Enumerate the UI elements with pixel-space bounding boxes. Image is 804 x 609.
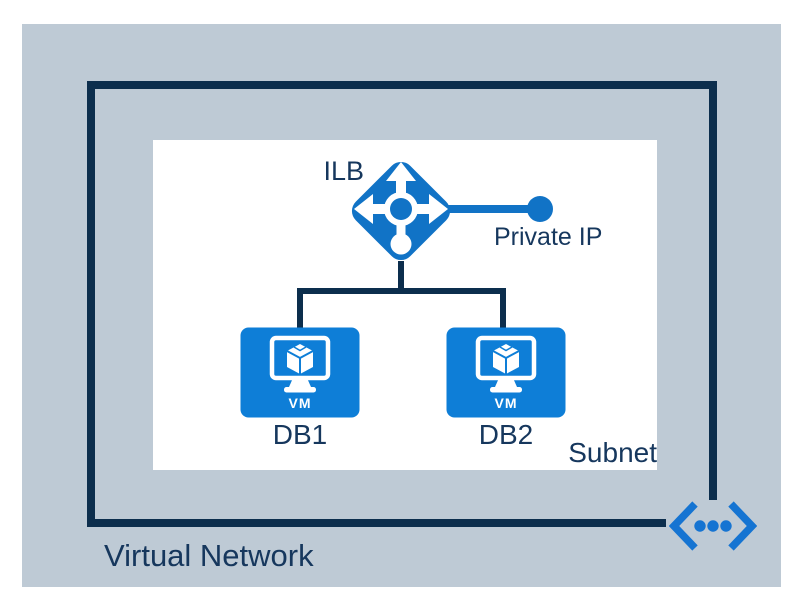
virtual-network-chevron-icon: [668, 501, 758, 551]
subnet-label: Subnet: [568, 437, 657, 468]
virtual-network-label: Virtual Network: [104, 538, 314, 573]
vm-icon: VM: [240, 327, 360, 418]
virtual-network-boundary: [87, 81, 717, 527]
load-balancer-icon: [341, 148, 461, 274]
ilb-label: ILB: [323, 156, 364, 186]
connector-horizontal: [297, 288, 506, 294]
private-ip-dot-icon: [527, 196, 553, 222]
db2-label: DB2: [478, 419, 534, 450]
vm-icon-text: VM: [289, 395, 312, 411]
border-corner-mask: [666, 500, 772, 560]
connector-ilb-stem: [398, 261, 404, 292]
vm-node-db2: VM: [446, 327, 566, 418]
vm-icon-text: VM: [495, 395, 518, 411]
connector-to-db2: [500, 292, 506, 328]
private-ip-connector-line: [445, 205, 540, 213]
private-ip-label: Private IP: [494, 223, 603, 251]
vm-node-db1: VM: [240, 327, 360, 418]
connector-to-db1: [297, 292, 303, 328]
vm-icon: VM: [446, 327, 566, 418]
db1-label: DB1: [272, 419, 328, 450]
